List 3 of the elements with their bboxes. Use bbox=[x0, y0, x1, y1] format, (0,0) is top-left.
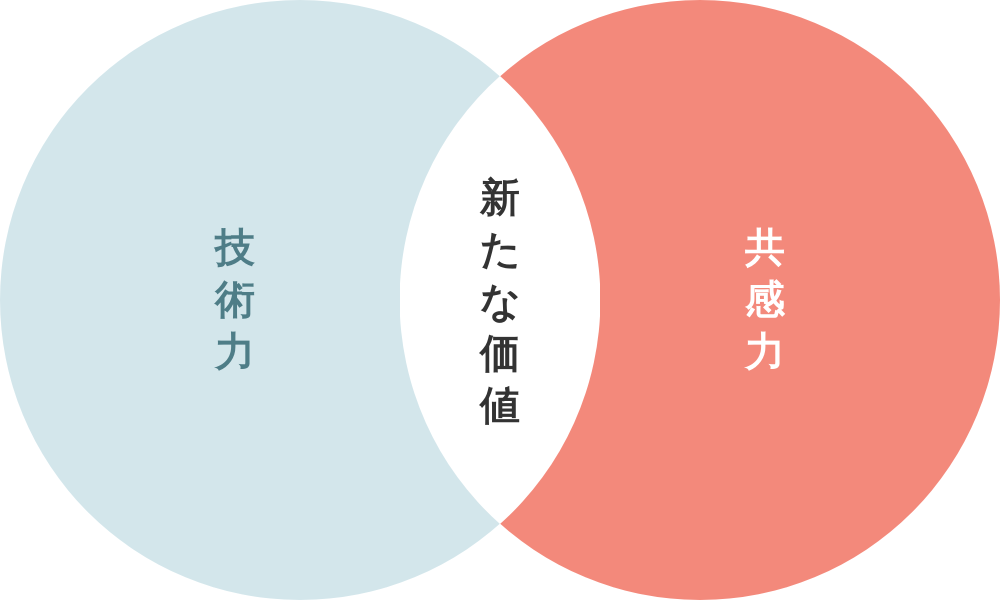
circle-label: 技術力 bbox=[215, 224, 255, 377]
circle-label: 新たな価値 bbox=[480, 174, 520, 431]
circle-label: 共感力 bbox=[745, 224, 785, 377]
